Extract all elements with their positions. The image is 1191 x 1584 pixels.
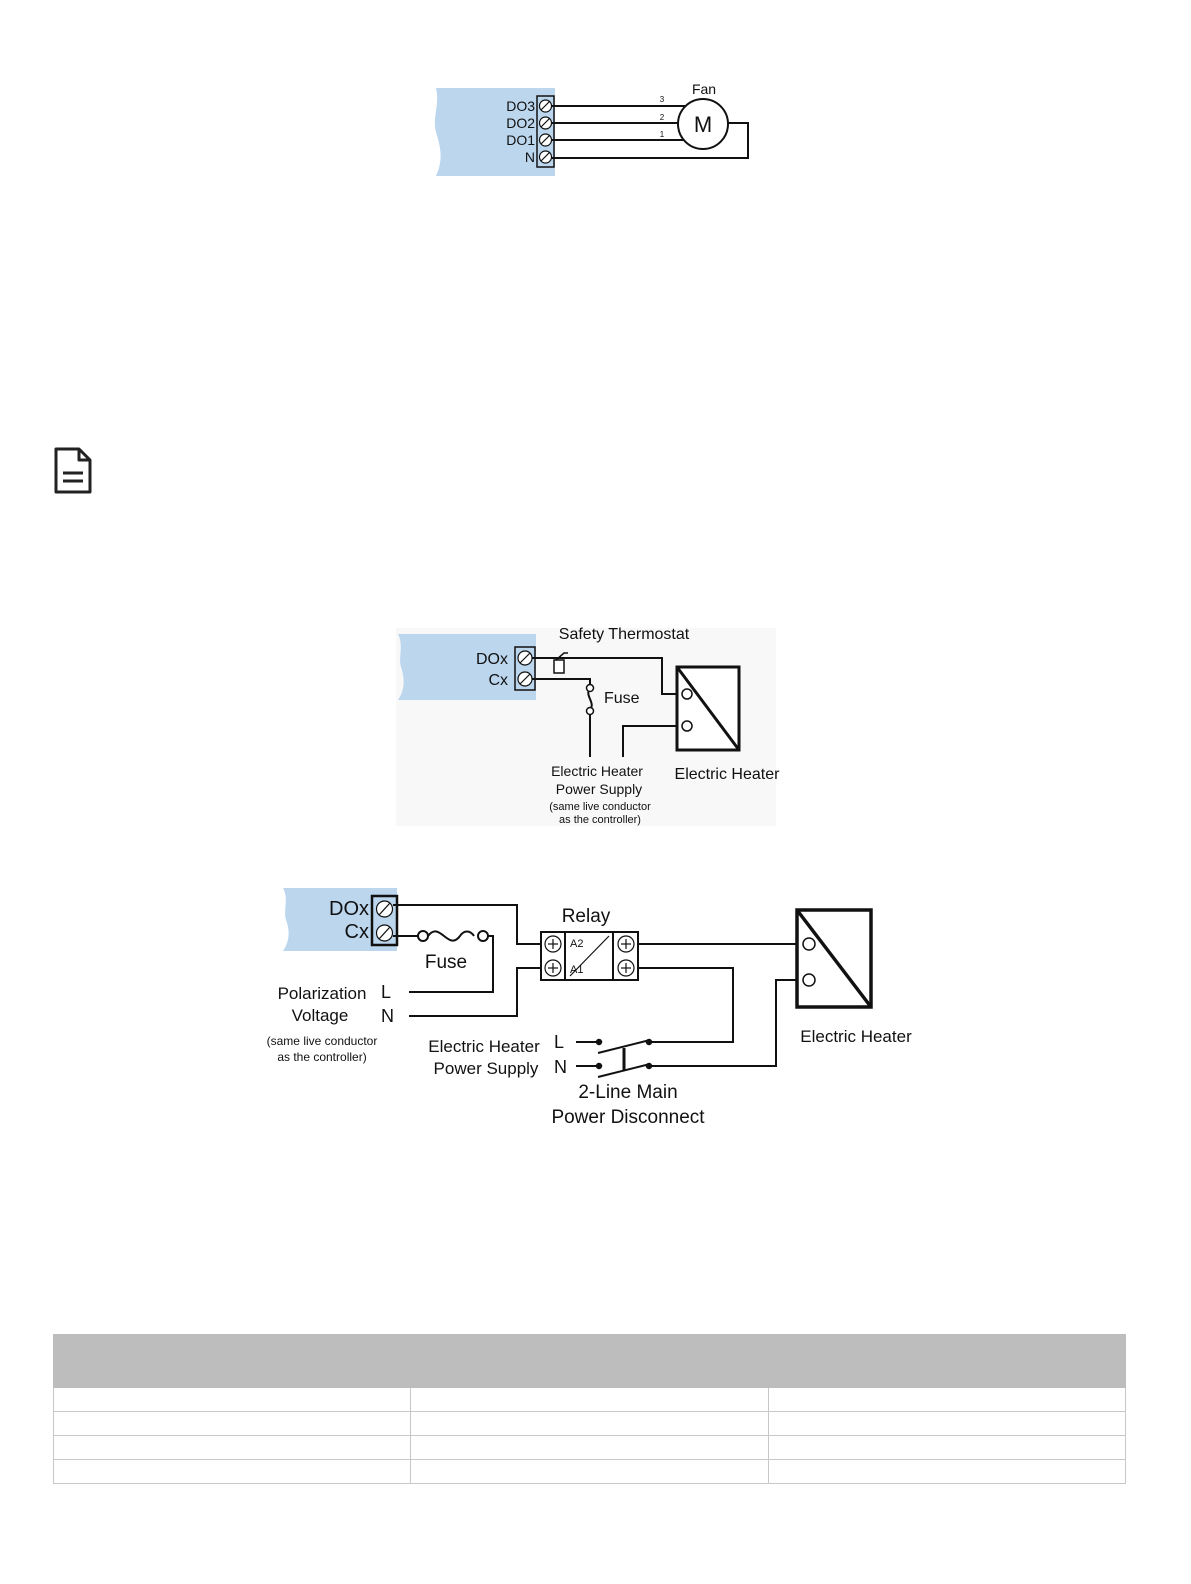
- table-cell: [52, 1387, 412, 1412]
- relay-label: Relay: [562, 906, 611, 927]
- table-cell: [767, 1411, 1127, 1436]
- table-cell: [52, 1435, 412, 1460]
- terminal-strip: [514, 646, 536, 691]
- controller-block: [283, 888, 397, 951]
- heater-1-wires: [532, 657, 677, 757]
- polarization-label-2: Voltage: [292, 1006, 349, 1025]
- power-supply-label-1: Electric Heater: [551, 763, 643, 779]
- heater-diagram-relay: DOx Cx Fuse: [267, 888, 912, 1128]
- live-conductor-note-2: as the controller): [277, 1050, 366, 1064]
- table-cell: [52, 1411, 412, 1436]
- table-cell: [410, 1387, 769, 1412]
- relay-fuse-icon: [417, 930, 489, 942]
- electric-heater-label: Electric Heater: [675, 766, 781, 783]
- fuse-icon: [585, 683, 595, 716]
- terminal-do1: DO1: [506, 132, 535, 148]
- supply-l: L: [554, 1032, 564, 1052]
- power-supply-label-1: Electric Heater: [428, 1037, 540, 1056]
- wire-number-2: 2: [660, 113, 665, 122]
- fuse-label: Fuse: [425, 952, 467, 973]
- terminal-screws: [538, 99, 553, 164]
- terminal-screws: [375, 900, 394, 942]
- fan-label: Fan: [692, 81, 716, 97]
- supply-n: N: [554, 1057, 567, 1077]
- table-cell: [410, 1459, 769, 1484]
- power-supply-label-2: Power Supply: [556, 781, 642, 797]
- table-cell: [767, 1435, 1127, 1460]
- data-table: [52, 1334, 1127, 1484]
- electric-heater-label: Electric Heater: [800, 1027, 912, 1046]
- terminal-cx: Cx: [488, 672, 508, 689]
- terminal-n: N: [525, 149, 535, 165]
- table-header-cell: [410, 1334, 769, 1388]
- power-supply-label-2: Power Supply: [434, 1059, 539, 1078]
- polarization-label-1: Polarization: [278, 984, 367, 1003]
- table-row: [52, 1459, 1127, 1484]
- terminal-do2: DO2: [506, 115, 535, 131]
- terminal-strip: [370, 894, 399, 947]
- wiring-diagrams: DO3 DO2 DO1 N 3 2 1 M Fan DOx Cx: [267, 81, 912, 1128]
- disconnect-switch-icon: [595, 1038, 653, 1071]
- terminal-cx: Cx: [345, 921, 369, 943]
- fuse-label: Fuse: [604, 690, 640, 707]
- relay-screws: [544, 935, 635, 977]
- table-cell: [767, 1387, 1127, 1412]
- wire-number-3: 3: [660, 95, 665, 104]
- fan-wiring-diagram: DO3 DO2 DO1 N 3 2 1 M Fan: [434, 81, 749, 176]
- heater-diagram-thermostat: DOx Cx Safety Thermostat Fuse Electric H…: [396, 626, 780, 826]
- relay-a1-label: A1: [570, 964, 583, 976]
- table-row: [52, 1387, 1127, 1412]
- safety-thermostat-label: Safety Thermostat: [559, 626, 690, 643]
- terminal-dox: DOx: [329, 898, 369, 920]
- polarization-l: L: [381, 982, 391, 1002]
- electric-heater-icon: [675, 665, 741, 752]
- disconnect-label-2: Power Disconnect: [551, 1107, 705, 1128]
- heater-terminals: [681, 688, 693, 732]
- terminal-strip: [536, 95, 555, 168]
- safety-thermostat-icon: [553, 652, 568, 674]
- table-cell: [410, 1435, 769, 1460]
- terminal-screws: [517, 650, 533, 687]
- table-cell: [52, 1459, 412, 1484]
- table-header-row: [52, 1334, 1127, 1388]
- relay-a2-label: A2: [570, 938, 583, 950]
- live-conductor-note-2: as the controller): [559, 814, 641, 826]
- controller-block: [434, 88, 555, 176]
- motor-symbol: M: [694, 112, 712, 137]
- document-note-icon: [54, 447, 92, 494]
- table-cell: [767, 1459, 1127, 1484]
- polarization-n: N: [381, 1006, 394, 1026]
- table-row: [52, 1411, 1127, 1436]
- live-conductor-note-1: (same live conductor: [549, 801, 651, 813]
- table-cell: [410, 1411, 769, 1436]
- wire-number-1: 1: [660, 130, 665, 139]
- heater-2-wires: [393, 904, 797, 1078]
- live-conductor-note-1: (same live conductor: [267, 1034, 378, 1048]
- terminal-dox: DOx: [476, 651, 508, 668]
- table-row: [52, 1435, 1127, 1460]
- fan-motor-icon: [677, 98, 729, 150]
- controller-block: [398, 634, 536, 700]
- table-header-cell: [52, 1334, 412, 1388]
- table-header-cell: [767, 1334, 1127, 1388]
- disconnect-label-1: 2-Line Main: [578, 1082, 677, 1103]
- heater-terminals: [802, 937, 816, 987]
- electric-heater-icon: [795, 908, 873, 1009]
- terminal-do3: DO3: [506, 98, 535, 114]
